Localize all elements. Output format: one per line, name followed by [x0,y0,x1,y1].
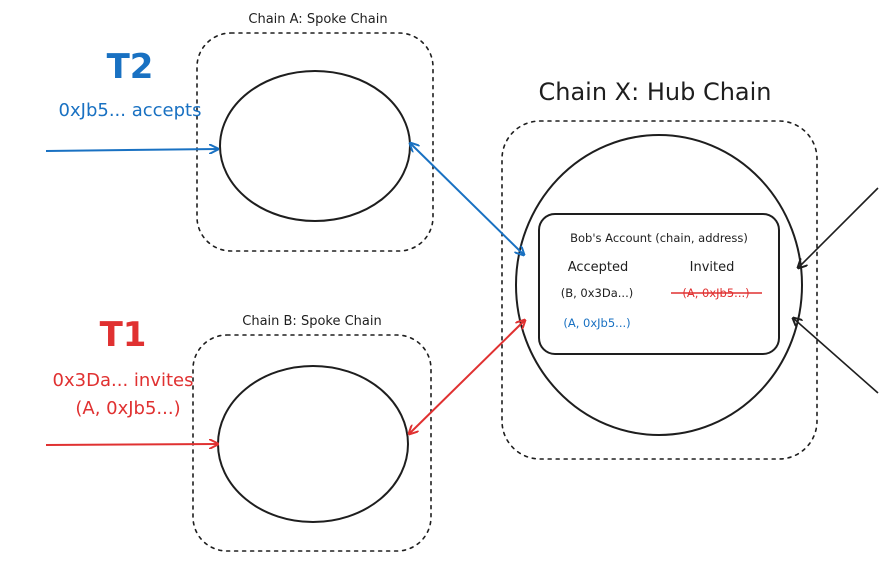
account-box [538,213,780,355]
t1-line2: (A, 0xJb5...) [75,398,180,419]
t1-annotation: T1 0x3Da... invites (A, 0xJb5...) [53,315,194,419]
chain-a-node-circle [219,70,411,222]
t1-incoming-arrow [45,444,218,445]
hub-chain-group: Chain X: Hub Chain Bob's Account (chain,… [501,78,818,460]
t2-annotation: T2 0xJb5... accepts [59,47,202,121]
t1-line1: 0x3Da... invites [53,370,194,391]
hub-chain-label: Chain X: Hub Chain [538,78,771,106]
chain-b-label: Chain B: Spoke Chain [242,314,381,329]
t2-incoming-arrow [45,149,218,151]
chain-b-group: Chain B: Spoke Chain [192,314,432,552]
chain-a-hub-bidirectional-arrow [410,143,524,255]
chain-a-group: Chain A: Spoke Chain [196,12,434,252]
chain-a-dashed-box [196,32,434,252]
right-incoming-arrow-bottom [793,318,879,394]
t2-text: 0xJb5... accepts [59,100,202,121]
right-incoming-arrow-top [798,187,879,268]
chain-a-label: Chain A: Spoke Chain [248,12,387,27]
accepted-item-a: (A, 0xJb5...) [563,316,630,330]
chain-b-dashed-box [192,334,432,552]
hub-dashed-box [501,120,818,460]
account-panel: Bob's Account (chain, address) Accepted … [538,213,780,355]
chain-b-hub-bidirectional-arrow [409,320,525,434]
t1-title: T1 [100,315,147,355]
account-title: Bob's Account (chain, address) [570,231,748,245]
accepted-item-b: (B, 0x3Da...) [561,286,633,300]
chain-b-node-circle [217,365,409,523]
invited-header: Invited [690,260,735,275]
t2-title: T2 [107,47,154,87]
hub-node-circle [515,134,803,436]
accepted-header: Accepted [568,260,629,275]
